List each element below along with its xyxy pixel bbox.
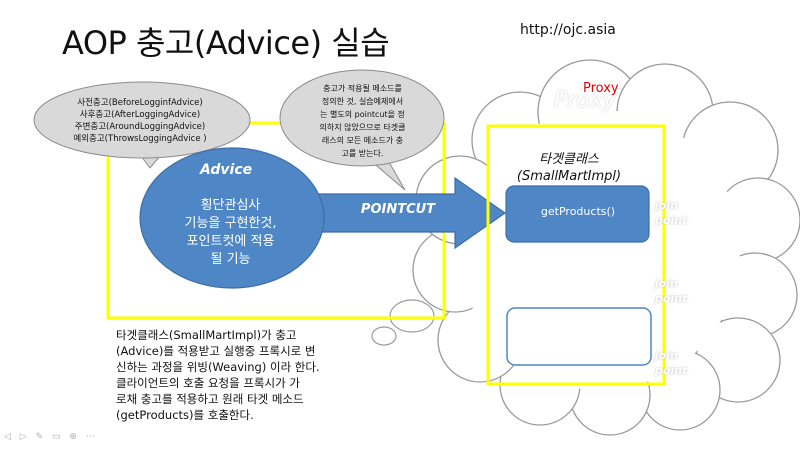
- slide-title: AOP 충고(Advice) 실습: [62, 24, 390, 62]
- advice-types-callout: [33, 81, 251, 169]
- note-line: 래스의 모든 메소드가 충: [321, 136, 404, 145]
- joinpoint-word: point: [655, 214, 688, 227]
- joinpoint-word: point: [655, 364, 688, 377]
- proxy-watermark: Proxy: [554, 88, 616, 113]
- slide-navigation-controls[interactable]: ◁ ▷ ✎ ▭ ⊕ ⋯: [4, 432, 98, 442]
- advice-line: 될 기능: [210, 252, 251, 267]
- pointcut-label: POINTCUT: [360, 202, 436, 217]
- advice-line: 횡단관심사: [200, 198, 261, 213]
- description-line: 신하는 과정을 위빙(Weaving) 이라 한다.: [116, 360, 320, 374]
- description-line: (getProducts)를 호출한다.: [116, 408, 254, 422]
- description-line: 로채 충고를 적용하고 원래 타겟 메소드: [116, 392, 304, 406]
- empty-method-box: [506, 307, 652, 366]
- advice-type-throws: 예외충고(ThrowsLoggingAdvice ): [73, 134, 207, 144]
- advice-description: 횡단관심사 기능을 구현한것, 포인트컷에 적용 될 기능: [168, 197, 293, 269]
- description-line: 클라이언트의 호출 요청을 프록시가 가: [116, 376, 300, 390]
- advice-circle: [139, 147, 325, 289]
- advice-type-before: 사전충고(BeforeLogginfAdvice): [77, 98, 203, 108]
- description-line: (Advice)를 적용받고 실행중 프록시로 변: [116, 344, 316, 358]
- target-class-frame: [486, 124, 666, 386]
- pointcut-note-callout: [279, 69, 445, 191]
- joinpoint-label-2: join point: [655, 276, 687, 306]
- advice-types-list: 사전충고(BeforeLogginfAdvice) 사후충고(AfterLogg…: [40, 97, 240, 145]
- advice-title: Advice: [200, 162, 253, 178]
- joinpoint-word: point: [655, 292, 688, 305]
- target-class-title: 타겟클래스 (SmallMartImpl): [494, 151, 644, 185]
- advice-line: 기능을 구현한것,: [184, 216, 277, 231]
- advice-line: 포인트컷에 적용: [186, 234, 275, 249]
- get-products-label: getProducts(): [540, 205, 616, 218]
- note-line: 충고가 적용될 메소드를: [323, 84, 402, 93]
- note-line: 정의한 것, 실습예제에서: [321, 97, 404, 106]
- note-line: 는 별도의 pointcut을 정: [320, 110, 405, 119]
- cloud-tail: [371, 299, 435, 346]
- joinpoint-word: join: [655, 199, 678, 212]
- proxy-cloud: [412, 59, 800, 436]
- joinpoint-word: join: [655, 277, 678, 290]
- joinpoint-label-1: join point: [655, 198, 687, 228]
- target-class-impl: (SmallMartImpl): [516, 169, 622, 184]
- joinpoint-word: join: [655, 349, 678, 362]
- joinpoint-label-3: join point: [655, 348, 687, 378]
- advice-type-around: 주변충고(AroundLoggingAdvice): [74, 122, 206, 132]
- target-class-name: 타겟클래스: [539, 152, 599, 167]
- note-line: 의하지 않았으므로 타겟클: [319, 123, 406, 132]
- pointcut-arrow: [317, 176, 507, 250]
- get-products-method-box: [505, 185, 650, 243]
- source-url: http://ojc.asia: [520, 22, 616, 38]
- pointcut-note: 충고가 적용될 메소드를 정의한 것, 실습예제에서 는 별도의 pointcu…: [300, 82, 425, 160]
- note-line: 고를 받는다.: [341, 149, 384, 158]
- weaving-description: 타겟클래스(SmallMartImpl)가 충고 (Advice)를 적용받고 …: [116, 327, 376, 423]
- description-line: 타겟클래스(SmallMartImpl)가 충고: [116, 328, 297, 342]
- advice-type-after: 사후충고(AfterLoggingAdvice): [79, 110, 201, 120]
- proxy-label: Proxy: [583, 81, 619, 96]
